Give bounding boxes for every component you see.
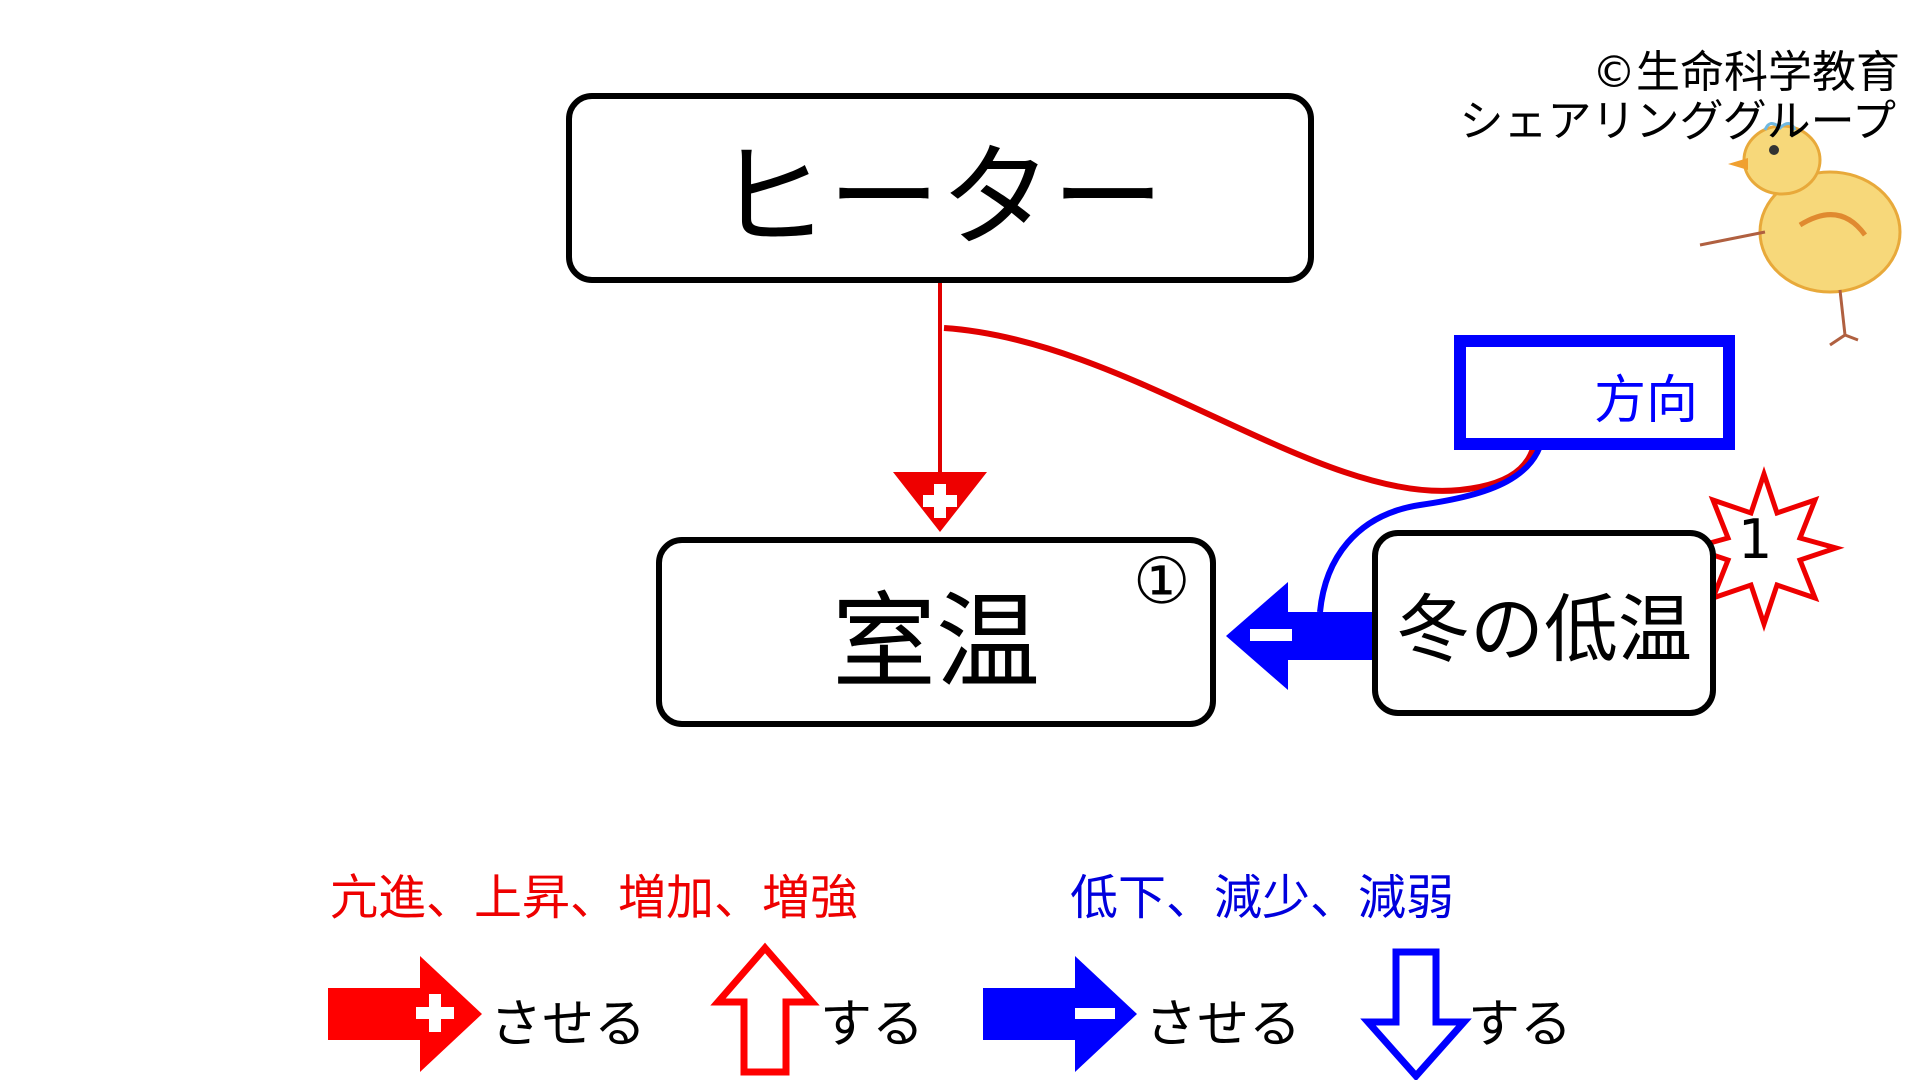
legend-decrease-label: する xyxy=(1468,995,1573,1055)
direction-label: 方向 xyxy=(1594,371,1699,431)
credit-line-1: ©生命科学教育 xyxy=(1592,47,1900,98)
direction-box xyxy=(1454,335,1735,450)
legend-negative-arrow-icon xyxy=(983,956,1137,1072)
legend-positive-effect-label: させる xyxy=(490,995,647,1055)
direction-negative-curve xyxy=(1317,427,1547,613)
legend-negative-effect-label: させる xyxy=(1145,995,1302,1055)
legend-positive-arrow-icon xyxy=(328,956,482,1072)
winter-cold-label: 冬の低温 xyxy=(1396,586,1692,673)
legend-increase-label: する xyxy=(820,995,925,1055)
heater-label: ヒーター xyxy=(716,133,1164,263)
negative-arrow-icon xyxy=(1226,582,1375,690)
room-marker: ① xyxy=(1133,545,1191,619)
room-temperature-label: 室温 xyxy=(831,580,1040,703)
legend-increase-words: 亢進、上昇、増加、増強 xyxy=(330,870,859,926)
room-temperature-node: 室温 xyxy=(656,537,1216,727)
chick-illustration-icon xyxy=(1699,122,1902,347)
event-badge-number: 1 xyxy=(1738,508,1773,571)
winter-cold-node: 冬の低温 xyxy=(1372,530,1716,716)
legend-decrease-words: 低下、減少、減弱 xyxy=(1070,870,1455,926)
starburst-badge-icon xyxy=(1683,466,1845,632)
legend-up-arrow-icon xyxy=(710,942,820,1076)
legend-down-arrow-icon xyxy=(1360,948,1472,1080)
credit-line-2: シェアリンググループ xyxy=(1459,96,1896,147)
positive-arrowhead-icon xyxy=(893,472,987,532)
heater-node: ヒーター xyxy=(566,93,1314,283)
heater-direction-curve xyxy=(943,325,1540,494)
